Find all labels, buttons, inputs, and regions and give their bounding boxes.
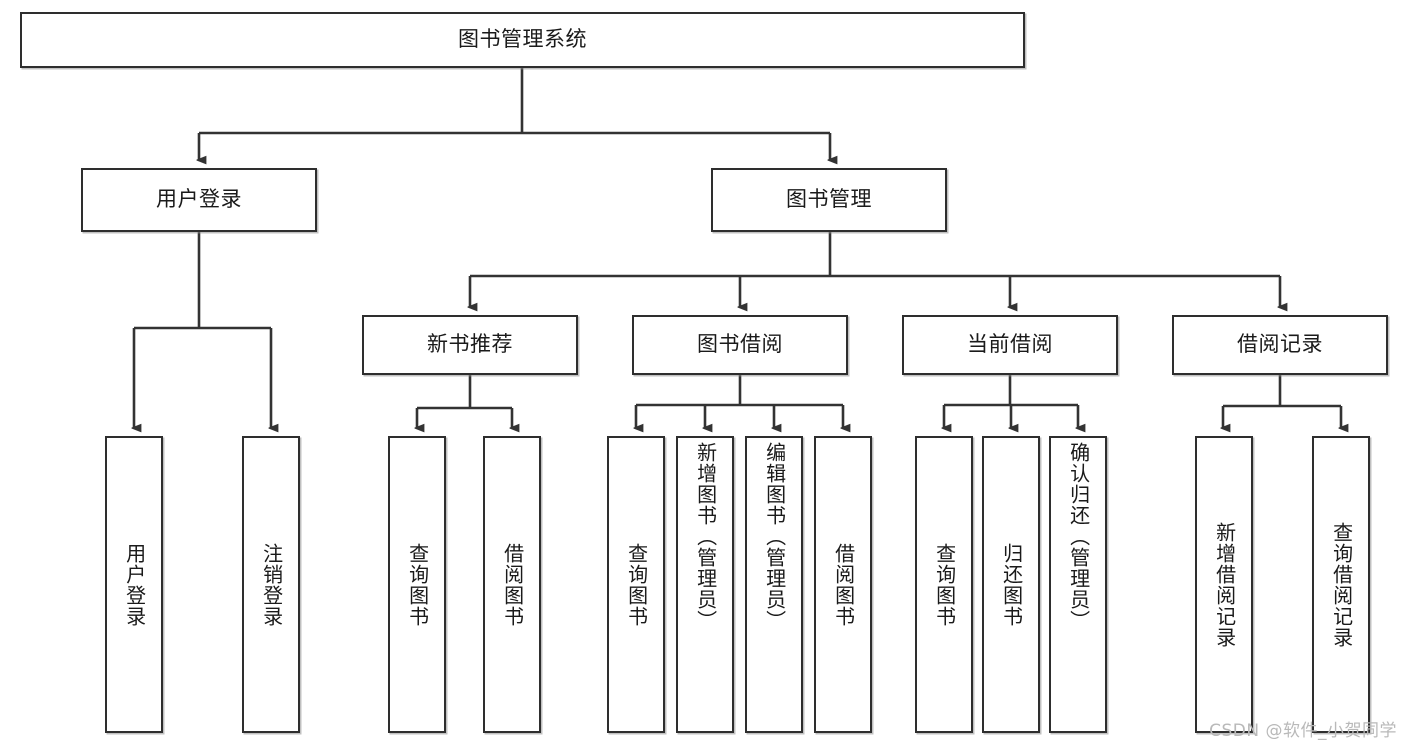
- node-label: 图书管理系统: [458, 27, 587, 52]
- node-label: 查询图书: [624, 542, 649, 627]
- leaf-book-borrow-add-book-admin[interactable]: 新增图书（管理员）: [676, 436, 734, 733]
- leaf-borrow-record-add-record[interactable]: 新增借阅记录: [1195, 436, 1253, 733]
- node-label: 编辑图书（管理员）: [762, 442, 787, 631]
- node-root-book-management-system[interactable]: 图书管理系统: [20, 12, 1025, 68]
- leaf-logout[interactable]: 注销登录: [242, 436, 300, 733]
- node-user-login[interactable]: 用户登录: [81, 168, 317, 232]
- node-book-management[interactable]: 图书管理: [711, 168, 947, 232]
- node-label: 借阅记录: [1237, 332, 1323, 357]
- leaf-book-borrow-edit-book-admin[interactable]: 编辑图书（管理员）: [745, 436, 803, 733]
- node-label: 图书借阅: [697, 332, 783, 357]
- node-book-borrow[interactable]: 图书借阅: [632, 315, 848, 375]
- node-current-borrow[interactable]: 当前借阅: [902, 315, 1118, 375]
- node-label: 用户登录: [156, 187, 242, 212]
- node-label: 新增借阅记录: [1212, 521, 1237, 648]
- node-label: 查询借阅记录: [1329, 521, 1354, 648]
- node-label: 当前借阅: [967, 332, 1053, 357]
- node-label: 确认归还（管理员）: [1066, 442, 1091, 631]
- leaf-new-book-borrow-book[interactable]: 借阅图书: [483, 436, 541, 733]
- node-label: 新增图书（管理员）: [693, 442, 718, 631]
- leaf-book-borrow-query-book[interactable]: 查询图书: [607, 436, 665, 733]
- node-label: 用户登录: [122, 542, 147, 627]
- node-label: 新书推荐: [427, 332, 513, 357]
- node-label: 借阅图书: [831, 542, 856, 627]
- leaf-user-login[interactable]: 用户登录: [105, 436, 163, 733]
- leaf-borrow-record-query-record[interactable]: 查询借阅记录: [1312, 436, 1370, 733]
- leaf-current-borrow-return-book[interactable]: 归还图书: [982, 436, 1040, 733]
- leaf-new-book-query-book[interactable]: 查询图书: [388, 436, 446, 733]
- node-borrow-record[interactable]: 借阅记录: [1172, 315, 1388, 375]
- node-label: 借阅图书: [500, 542, 525, 627]
- node-label: 图书管理: [786, 187, 872, 212]
- leaf-book-borrow-borrow-book[interactable]: 借阅图书: [814, 436, 872, 733]
- node-label: 注销登录: [259, 542, 284, 627]
- node-label: 查询图书: [405, 542, 430, 627]
- node-label: 查询图书: [932, 542, 957, 627]
- node-new-book-recommend[interactable]: 新书推荐: [362, 315, 578, 375]
- node-label: 归还图书: [999, 542, 1024, 627]
- leaf-current-borrow-confirm-return-admin[interactable]: 确认归还（管理员）: [1049, 436, 1107, 733]
- leaf-current-borrow-query-book[interactable]: 查询图书: [915, 436, 973, 733]
